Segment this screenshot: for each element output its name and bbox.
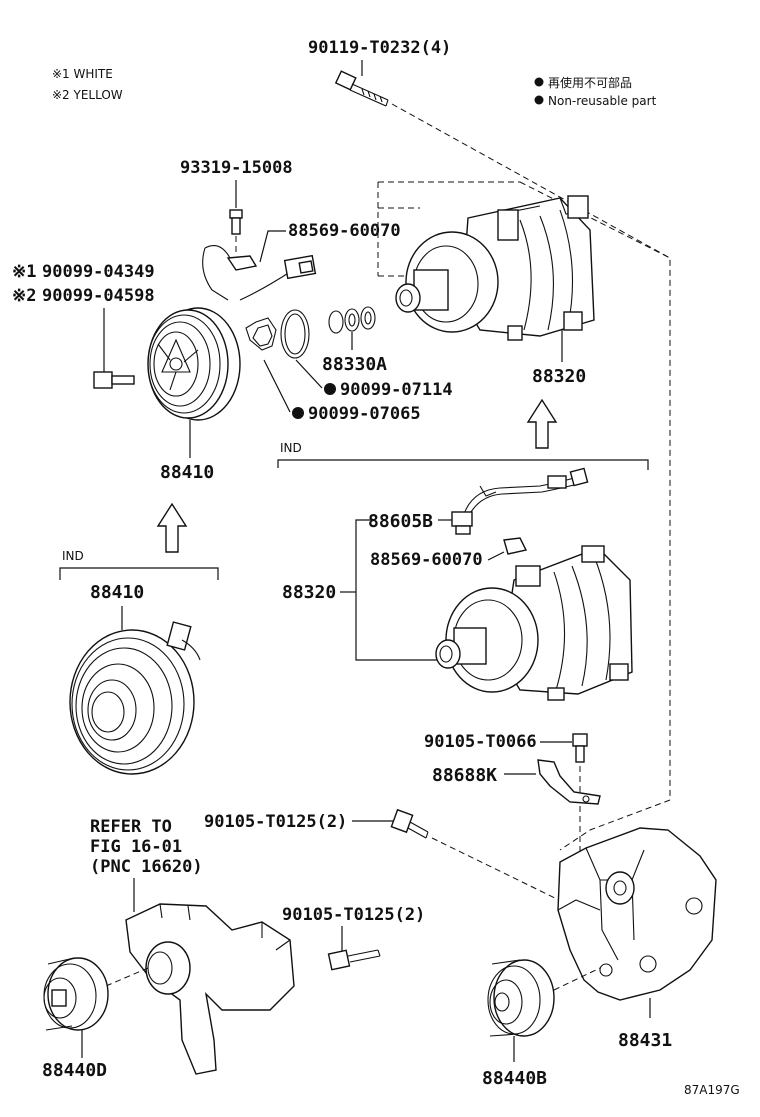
label-bolt-mid[interactable]: 90105-T0125(2) bbox=[204, 812, 347, 832]
note-white: ※1 WHITE bbox=[52, 67, 113, 81]
nonreusable-dot-icon bbox=[534, 95, 544, 105]
label-harness[interactable]: 88605B bbox=[368, 511, 433, 532]
bracket-k-part bbox=[537, 759, 601, 805]
wire-harness-top bbox=[202, 245, 317, 301]
note-nonreusable-en: Non-reusable part bbox=[548, 94, 657, 108]
refer-line-2: FIG 16-01 bbox=[90, 837, 182, 857]
label-bracket-k[interactable]: 88688K bbox=[432, 765, 497, 786]
note-nonreusable-jp: 再使用不可部品 bbox=[548, 75, 632, 90]
up-arrow-icon bbox=[156, 502, 188, 553]
magnetic-clutch-bottom bbox=[69, 621, 201, 775]
shims-part bbox=[328, 306, 376, 334]
clip-mid-part bbox=[503, 537, 528, 555]
label-clip-b[interactable]: 88569-60070 bbox=[370, 550, 483, 570]
figure-code: 87A197G bbox=[684, 1083, 740, 1097]
label-snap-ring-1[interactable]: 90099-07114 bbox=[340, 380, 453, 400]
label-bolt-bracket[interactable]: 90105-T0066 bbox=[424, 732, 537, 752]
label-idler-b[interactable]: 88440B bbox=[482, 1068, 547, 1089]
nonreusable-dot-icon bbox=[534, 77, 544, 87]
label-screw[interactable]: 93319-15008 bbox=[180, 158, 293, 178]
label-bolt-low[interactable]: 90105-T0125(2) bbox=[282, 905, 425, 925]
alternator-bracket-reference bbox=[125, 903, 295, 1075]
label-bracket[interactable]: 88431 bbox=[618, 1030, 672, 1051]
label-clip-a[interactable]: 88569-60070 bbox=[288, 221, 401, 241]
label-bolt-white-prefix: ※1 bbox=[12, 262, 36, 282]
wire-harness-88605B bbox=[451, 467, 589, 535]
label-bolt-yellow-prefix: ※2 bbox=[12, 286, 36, 306]
bracket-88431-part bbox=[557, 827, 717, 1001]
label-bolt-top[interactable]: 90119-T0232(4) bbox=[308, 38, 451, 58]
bolt-bracket-part bbox=[572, 733, 588, 763]
label-ind-left: IND bbox=[62, 549, 84, 563]
label-idler-d[interactable]: 88440D bbox=[42, 1060, 107, 1081]
nonreusable-dot-icon bbox=[324, 383, 336, 395]
idler-pulley-88440D bbox=[43, 957, 109, 1031]
bolt-top-part bbox=[334, 70, 389, 107]
snap-ring-07065 bbox=[245, 317, 277, 351]
label-bolt-white[interactable]: 90099-04349 bbox=[42, 262, 155, 282]
idler-pulley-88440B bbox=[487, 959, 555, 1037]
label-clutch-top[interactable]: 88410 bbox=[160, 462, 214, 483]
magnetic-clutch-top bbox=[147, 307, 241, 421]
label-bolt-yellow[interactable]: 90099-04598 bbox=[42, 286, 155, 306]
label-snap-ring-2[interactable]: 90099-07065 bbox=[308, 404, 421, 424]
label-ind-right: IND bbox=[280, 441, 302, 455]
refer-line-1: REFER TO bbox=[90, 817, 172, 837]
up-arrow-icon bbox=[526, 398, 558, 449]
note-yellow: ※2 YELLOW bbox=[52, 88, 123, 102]
label-compressor-top[interactable]: 88320 bbox=[532, 366, 586, 387]
bolt-low-part bbox=[327, 949, 381, 971]
compressor-top bbox=[395, 195, 595, 341]
refer-line-3: (PNC 16620) bbox=[90, 857, 203, 877]
nonreusable-dot-icon bbox=[292, 407, 304, 419]
bolt-clutch-part bbox=[93, 371, 135, 389]
snap-ring-07114 bbox=[280, 309, 310, 359]
bolt-mid-part bbox=[390, 808, 429, 839]
compressor-mid bbox=[435, 545, 633, 701]
label-shims[interactable]: 88330A bbox=[322, 354, 387, 375]
label-clutch-bottom[interactable]: 88410 bbox=[90, 582, 144, 603]
screw-part bbox=[229, 209, 243, 235]
label-compressor-mid[interactable]: 88320 bbox=[282, 582, 336, 603]
